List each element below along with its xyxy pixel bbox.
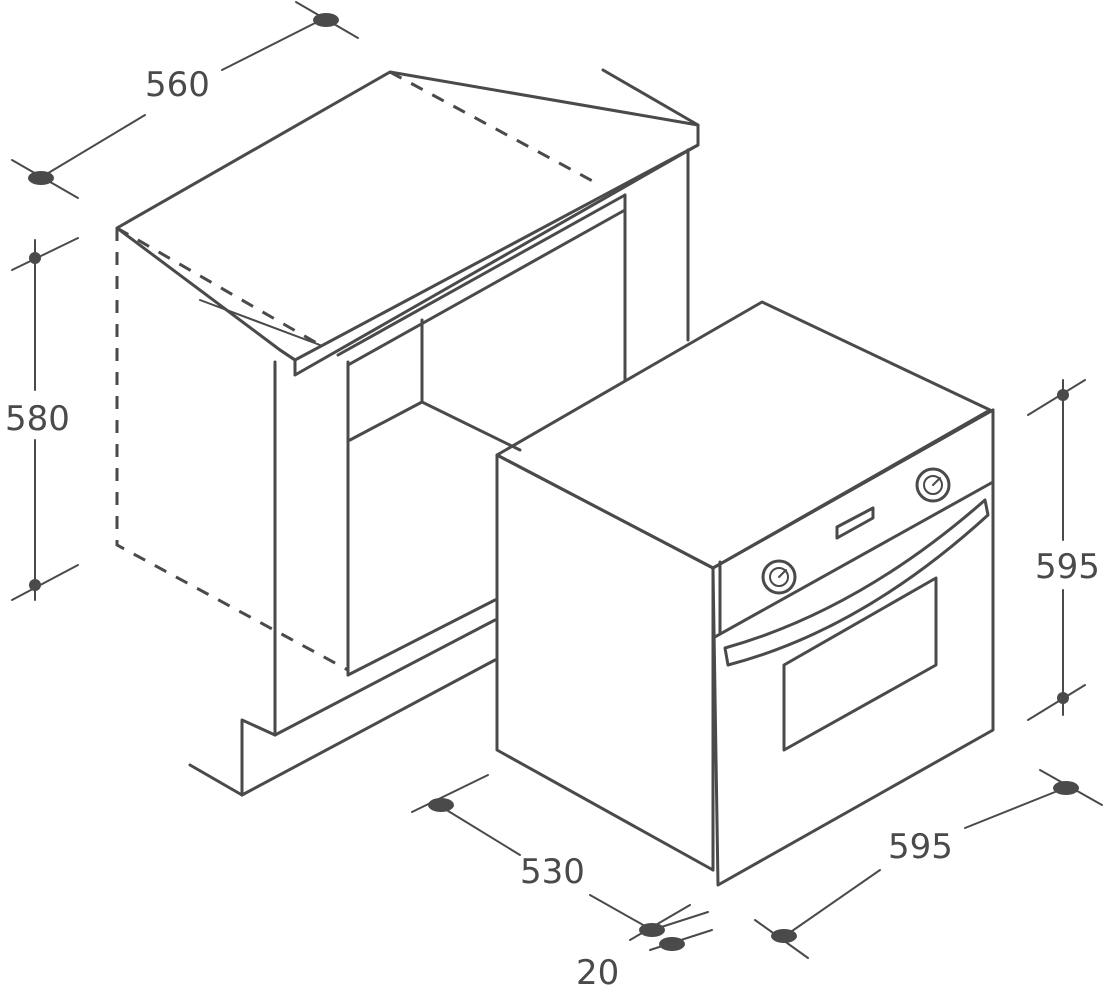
dimension-cabinet-height: 580: [5, 237, 79, 601]
label-oven-height: 595: [1035, 547, 1100, 587]
cabinet-base-front: [273, 618, 497, 737]
cabinet-plinth-bottom: [240, 658, 497, 797]
oven-knob-right: [915, 467, 951, 503]
cabinet-hidden-back: [389, 70, 601, 187]
dimension-oven-width: 595: [754, 769, 1103, 959]
oven-side-face: [495, 453, 715, 872]
cabinet-base: [346, 598, 497, 677]
dimension-cabinet-width: 560: [11, 1, 359, 199]
countertop-front-edge: [278, 143, 700, 377]
oven-top-face: [495, 300, 992, 570]
oven-control-panel: [711, 408, 995, 640]
cabinet-inner-floor: [420, 400, 522, 452]
cabinet-hidden-top: [116, 226, 321, 347]
cabinet-plinth: [188, 718, 277, 797]
cabinet-top-rail-inner: [346, 208, 627, 367]
oven-knob-left: [761, 559, 797, 595]
dimension-oven-height: 595: [1027, 379, 1100, 721]
oven: [495, 300, 995, 887]
dimension-panel-thickness: 20: [576, 911, 713, 993]
oven-front-face: [711, 408, 995, 887]
dimension-oven-depth: 530: [411, 774, 691, 941]
countertop-back-edge: [601, 68, 700, 127]
cabinet-top-rail: [336, 193, 627, 357]
oven-door-handle: [723, 498, 990, 667]
label-oven-width: 595: [888, 827, 953, 867]
oven-display: [835, 506, 875, 540]
oven-door-window: [782, 576, 938, 752]
label-cabinet-width: 560: [145, 65, 210, 105]
label-cabinet-height: 580: [5, 399, 70, 439]
cabinet-hidden-outline: [115, 228, 349, 672]
label-oven-depth: 530: [520, 852, 585, 892]
cabinet-rear-line: [199, 299, 321, 346]
cabinet: [115, 68, 700, 797]
label-panel-thickness: 20: [576, 953, 619, 993]
